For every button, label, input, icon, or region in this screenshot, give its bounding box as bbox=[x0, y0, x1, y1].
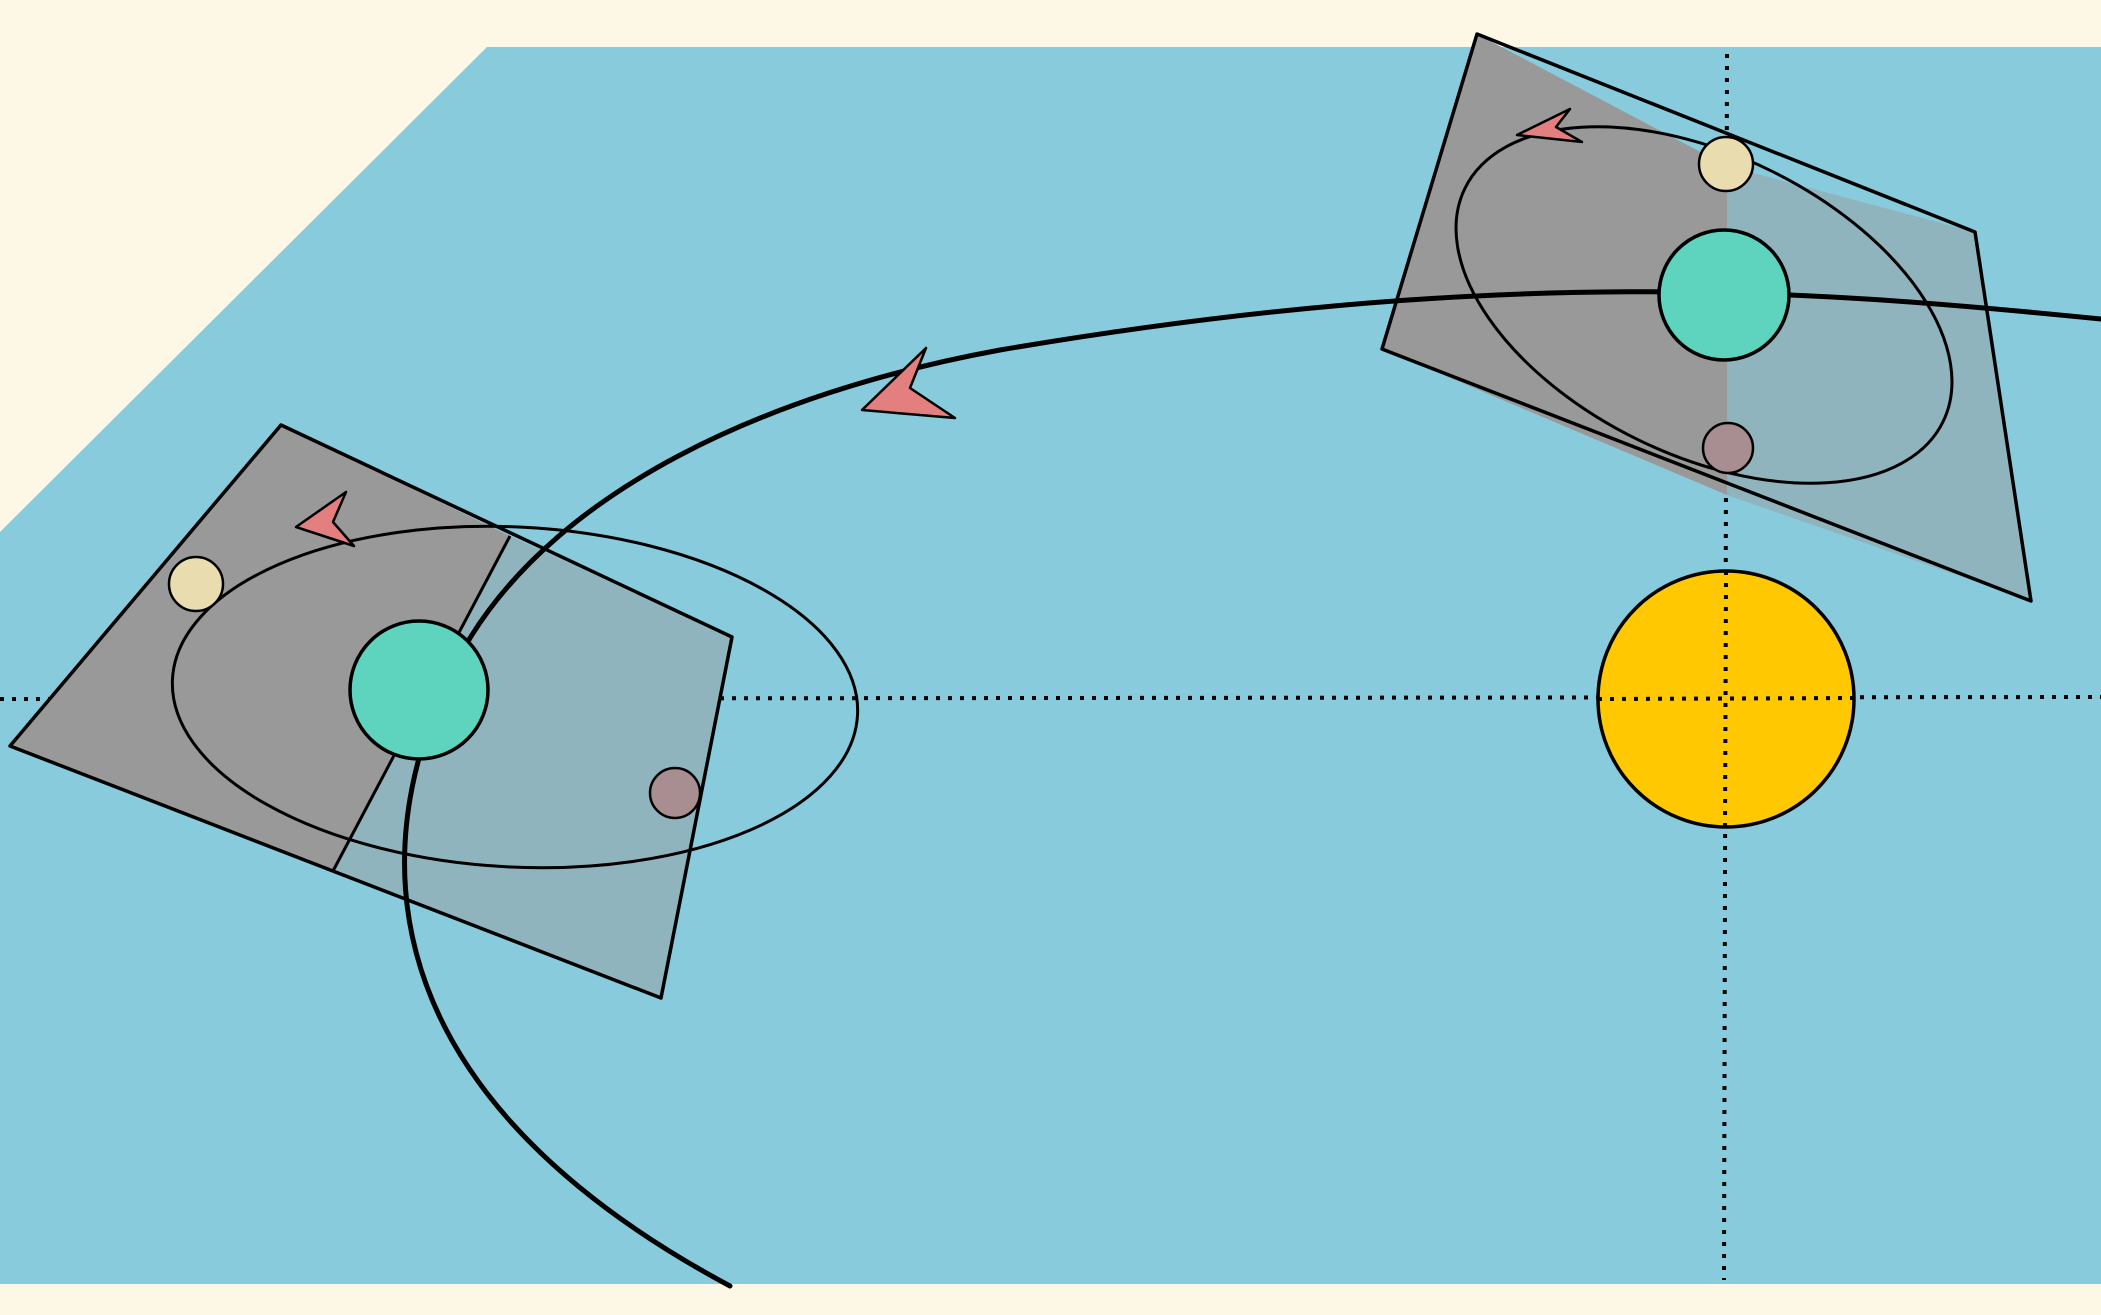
moon-light-left bbox=[167, 555, 225, 613]
orbital-plane-right-lower bbox=[1727, 166, 2031, 601]
planet-left bbox=[348, 619, 490, 761]
orbital-plane-left-lower bbox=[333, 536, 732, 998]
moon-orbit-right bbox=[1454, 125, 1954, 485]
planet-system-left bbox=[8, 423, 860, 1000]
planet-system-right bbox=[1380, 32, 2033, 603]
planet-orbit-arrow bbox=[860, 346, 957, 420]
moon-light-right bbox=[1697, 135, 1755, 193]
orbital-plane-right-outline bbox=[1380, 32, 2033, 603]
planet-right bbox=[1657, 228, 1791, 362]
moon-orbit-arrow-right bbox=[1515, 107, 1584, 144]
orbital-plane-left-outline bbox=[8, 423, 734, 1000]
orbital-plane-left-upper bbox=[10, 425, 510, 871]
moon-dark-left bbox=[648, 766, 702, 820]
orbital-plane-right-upper bbox=[1382, 34, 1727, 495]
moon-orbit-left bbox=[170, 524, 860, 870]
moon-orbit-arrow-left bbox=[294, 490, 356, 548]
moon-dark-right bbox=[1701, 421, 1755, 475]
